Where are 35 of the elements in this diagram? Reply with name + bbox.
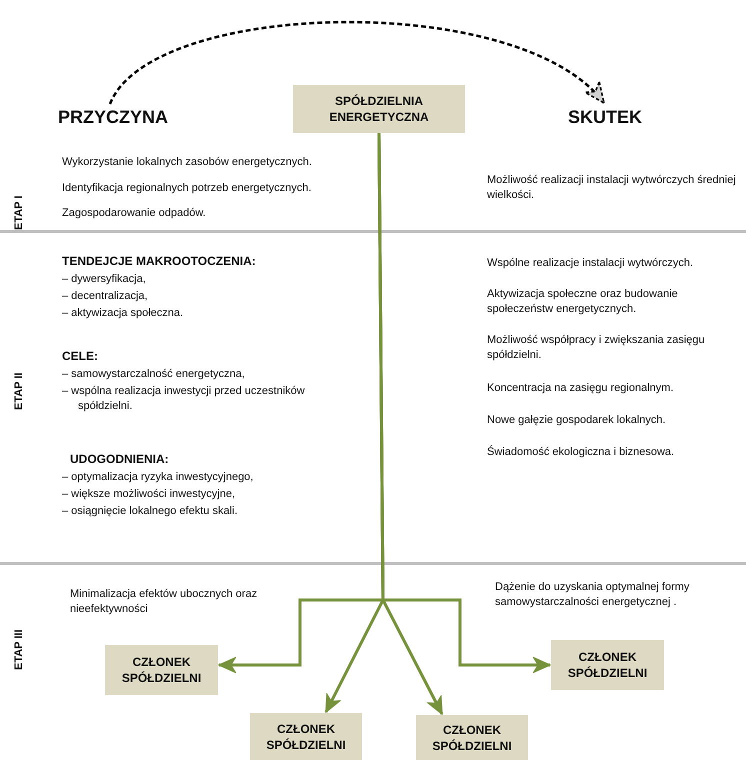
description-text: Dążenie do uzyskania optymalnej formy samowystarczalności energetycznej . [495,580,690,610]
stage-label: ETAP III [12,628,26,670]
list-item: – osiągnięcie lokalnego efektu skali. [62,504,239,519]
description-text: Aktywizacja społeczne oraz budowanie społeczeństw energetycznych. [487,287,679,317]
list-item: – wspólna realizacja inwestycji przed uczestników spółdzielni. [62,384,306,414]
description-text: Możliwość współpracy i zwiększania zasięgu spółdzielni. [487,333,706,363]
stage-label: ETAP II [12,372,26,410]
list-item: – optymalizacja ryzyka inwestycyjnego, [62,470,254,485]
description-text: Zagospodarowanie odpadów. [62,206,207,221]
column-heading: SKUTEK [565,104,645,130]
description-text: Identyfikacja regionalnych potrzeb energetycznych. [62,181,312,196]
description-text: Możliwość realizacji instalacji wytwórczych średniej wielkości. [487,173,737,203]
list-item: – większe możliwości inwestycyjne, [62,487,236,502]
column-heading: PRZYCZYNA [60,104,166,130]
description-text: Minimalizacja efektów ubocznych oraz nieefektywności [70,587,258,617]
arrow [378,132,551,673]
process-box: CZŁONEK SPÓŁDZIELNI [105,645,218,695]
list-item: – samowystarczalność energetyczna, [62,367,246,382]
description-text: Świadomość ekologiczna i biznesowa. [487,445,676,460]
list-item: – aktywizacja społeczna. [62,306,184,321]
list-item: – decentralizacja, [62,289,149,304]
process-box: SPÓŁDZIELNIA ENERGETYCZNA [293,85,465,133]
list-item: – dywersyfikacja, [62,272,147,287]
curved-arrow [108,20,605,105]
process-box: CZŁONEK SPÓŁDZIELNI [250,713,362,760]
description-text: Wykorzystanie lokalnych zasobów energetycznych. [62,155,313,170]
process-box: CZŁONEK SPÓŁDZIELNI [551,640,664,690]
section-heading: CELE: [62,349,99,364]
stage-label: ETAP I [12,194,26,230]
process-box: CZŁONEK SPÓŁDZIELNI [416,715,528,760]
section-heading: TENDEJCJE MAKROOTOCZENIA: [62,254,257,269]
description-text: Wspólne realizacje instalacji wytwórczych. [487,256,694,271]
description-text: Nowe gałęzie gospodarek lokalnych. [487,413,667,428]
description-text: Koncentracja na zasięgu regionalnym. [487,381,675,396]
section-heading: UDOGODNIENIA: [70,452,170,467]
